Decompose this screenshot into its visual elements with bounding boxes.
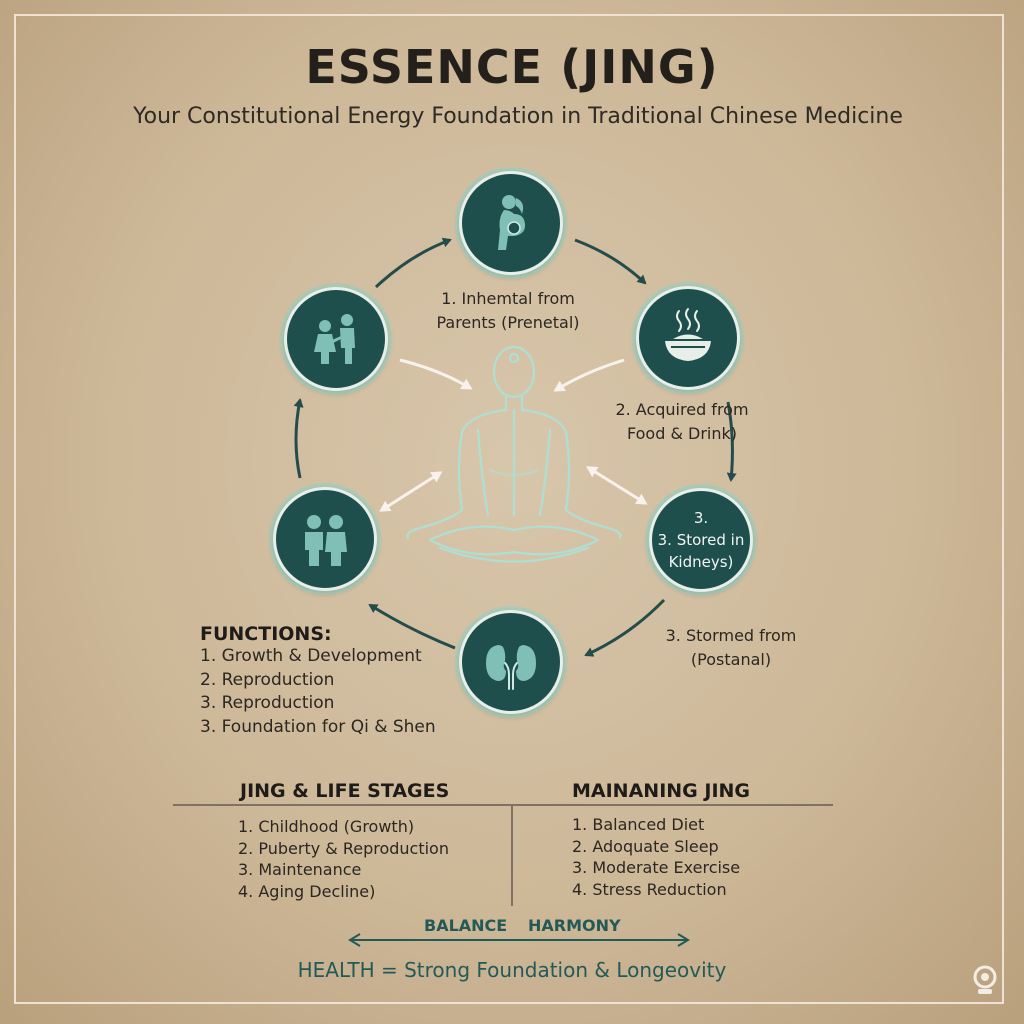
health-statement: HEALTH = Strong Foundation & Longeovity bbox=[297, 958, 727, 982]
kidneys-icon bbox=[486, 645, 536, 690]
maintaining-item: 1. Balanced Diet bbox=[572, 815, 705, 834]
maintaining-item: 2. Adoquate Sleep bbox=[572, 836, 719, 856]
balance-label: BALANCE bbox=[424, 916, 508, 935]
table-divider-horizontal bbox=[173, 804, 833, 806]
food-circle bbox=[636, 286, 740, 390]
life-stage-item: 3. Maintenance bbox=[238, 860, 362, 879]
page-title: ESSENCE (JING) bbox=[305, 40, 719, 94]
arrow-children-to-prenatal bbox=[374, 237, 452, 289]
life-stages-heading: JING & LIFE STAGES bbox=[240, 780, 450, 802]
label-inherited-line-2: Parents (Prenetal) bbox=[436, 313, 580, 332]
functions-item: 2. Reproduction bbox=[200, 669, 335, 690]
maintaining-heading: MAINANING JING bbox=[572, 780, 751, 802]
life-stage-item: 4. Aging Decline) bbox=[238, 881, 376, 901]
stored-circle-line-2: 3. Stored in bbox=[657, 531, 745, 549]
page-subtitle: Your Constitutional Energy Foundation in… bbox=[133, 104, 903, 129]
functions-heading: FUNCTIONS: bbox=[200, 623, 332, 645]
harmony-label: HARMONY bbox=[528, 916, 621, 935]
label-acquired-line-2: Food & Drink) bbox=[626, 424, 737, 443]
label-stored-outside-line-2: (Postanal) bbox=[690, 650, 772, 669]
arrow-bottom-to-elderly bbox=[368, 603, 456, 650]
label-inherited: 1. Inhemtal from Parents (Prenetal) bbox=[428, 287, 588, 335]
inward-arrow-left bbox=[399, 358, 473, 390]
functions-item: 1. Growth & Development bbox=[200, 646, 422, 666]
functions-item: 3. Reproduction bbox=[200, 693, 335, 713]
elderly-couple-icon bbox=[305, 515, 347, 566]
label-stored-outside-line-1: 3. Stormed from bbox=[665, 626, 797, 645]
children-circle bbox=[284, 287, 388, 391]
children-icon bbox=[314, 314, 355, 364]
label-acquired: 2. Acquired from Food & Drink) bbox=[602, 398, 762, 446]
label-inherited-line-1: 1. Inhemtal from bbox=[441, 289, 575, 308]
meditating-figure-icon bbox=[406, 345, 622, 563]
functions-item: 3. Foundation for Qi & Shen bbox=[200, 716, 436, 737]
label-stored-outside: 3. Stormed from (Postanal) bbox=[656, 624, 806, 672]
maintaining-item: 3. Moderate Exercise bbox=[572, 858, 741, 877]
maintaining-item: 4. Stress Reduction bbox=[572, 879, 727, 899]
arrow-elderly-to-children bbox=[293, 398, 304, 479]
life-stage-item: 1. Childhood (Growth) bbox=[238, 817, 415, 836]
stored-kidneys-circle: 3. 3. Stored in Kidneys) bbox=[649, 488, 753, 592]
life-stages-list: 1. Childhood (Growth) 2. Puberty & Repro… bbox=[238, 816, 449, 902]
inward-arrow-right bbox=[553, 358, 625, 392]
watermark-logo-icon bbox=[973, 965, 997, 994]
functions-list: 1. Growth & Development 2. Reproduction … bbox=[200, 645, 436, 739]
label-acquired-line-1: 2. Acquired from bbox=[615, 400, 749, 419]
functions-section: FUNCTIONS: 1. Growth & Development 2. Re… bbox=[200, 623, 436, 739]
arrow-food-to-kidneys bbox=[726, 401, 737, 482]
table-divider-vertical bbox=[511, 806, 513, 906]
life-stage-item: 2. Puberty & Reproduction bbox=[238, 838, 449, 858]
pregnant-woman-icon bbox=[498, 195, 526, 250]
stored-circle-line-1: 3. bbox=[693, 509, 709, 527]
stored-circle-line-3: Kidneys) bbox=[668, 553, 734, 571]
maintaining-list: 1. Balanced Diet 2. Adoquate Sleep 3. Mo… bbox=[572, 814, 740, 900]
stored-circle-text: 3. 3. Stored in Kidneys) bbox=[658, 507, 745, 573]
arrow-kidneys-to-bottom bbox=[584, 598, 666, 657]
food-bowl-icon bbox=[665, 308, 711, 361]
elderly-circle bbox=[273, 487, 377, 591]
twoway-arrow-left bbox=[379, 471, 443, 512]
twoway-arrow-right bbox=[586, 466, 648, 505]
kidneys-circle bbox=[459, 610, 563, 714]
arrow-prenatal-to-food bbox=[574, 238, 647, 285]
prenatal-circle bbox=[459, 171, 563, 275]
